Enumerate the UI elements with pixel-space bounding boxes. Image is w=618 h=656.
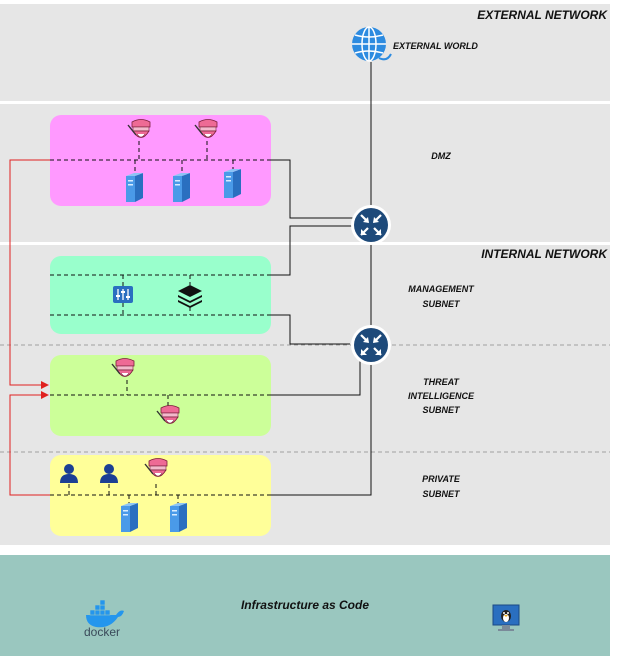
external-world-label: EXTERNAL WORLD (393, 41, 478, 51)
router-icon (349, 203, 393, 247)
management-label-2: SUBNET (422, 299, 461, 309)
iac-label: Infrastructure as Code (241, 598, 369, 612)
sliders-icon (113, 286, 133, 303)
threat-label-2: INTELLIGENCE (408, 391, 475, 401)
linux-icon (492, 604, 520, 631)
server-icon (173, 173, 190, 202)
network-links (271, 62, 372, 496)
management-label-1: MANAGEMENT (408, 284, 475, 294)
docker-icon (86, 599, 124, 628)
management-box (50, 256, 271, 334)
server-icon (170, 503, 187, 532)
layers-icon (178, 285, 202, 308)
threat-box (50, 355, 271, 436)
globe-icon (352, 26, 392, 62)
threat-label-3: SUBNET (422, 405, 461, 415)
internal-links (50, 141, 271, 505)
private-label-2: SUBNET (422, 489, 461, 499)
server-icon (126, 173, 143, 202)
external-network-label: EXTERNAL NETWORK (477, 8, 608, 22)
server-icon (121, 503, 138, 532)
dmz-label: DMZ (431, 151, 451, 161)
docker-text: docker (84, 625, 120, 639)
dmz-box (50, 115, 271, 206)
internal-network-label: INTERNAL NETWORK (481, 247, 608, 261)
red-links (9, 159, 50, 496)
zone-external (0, 4, 610, 101)
threat-label-1: THREAT (423, 377, 460, 387)
server-icon (224, 169, 241, 198)
private-label-1: PRIVATE (422, 474, 461, 484)
router-icon (349, 323, 393, 367)
